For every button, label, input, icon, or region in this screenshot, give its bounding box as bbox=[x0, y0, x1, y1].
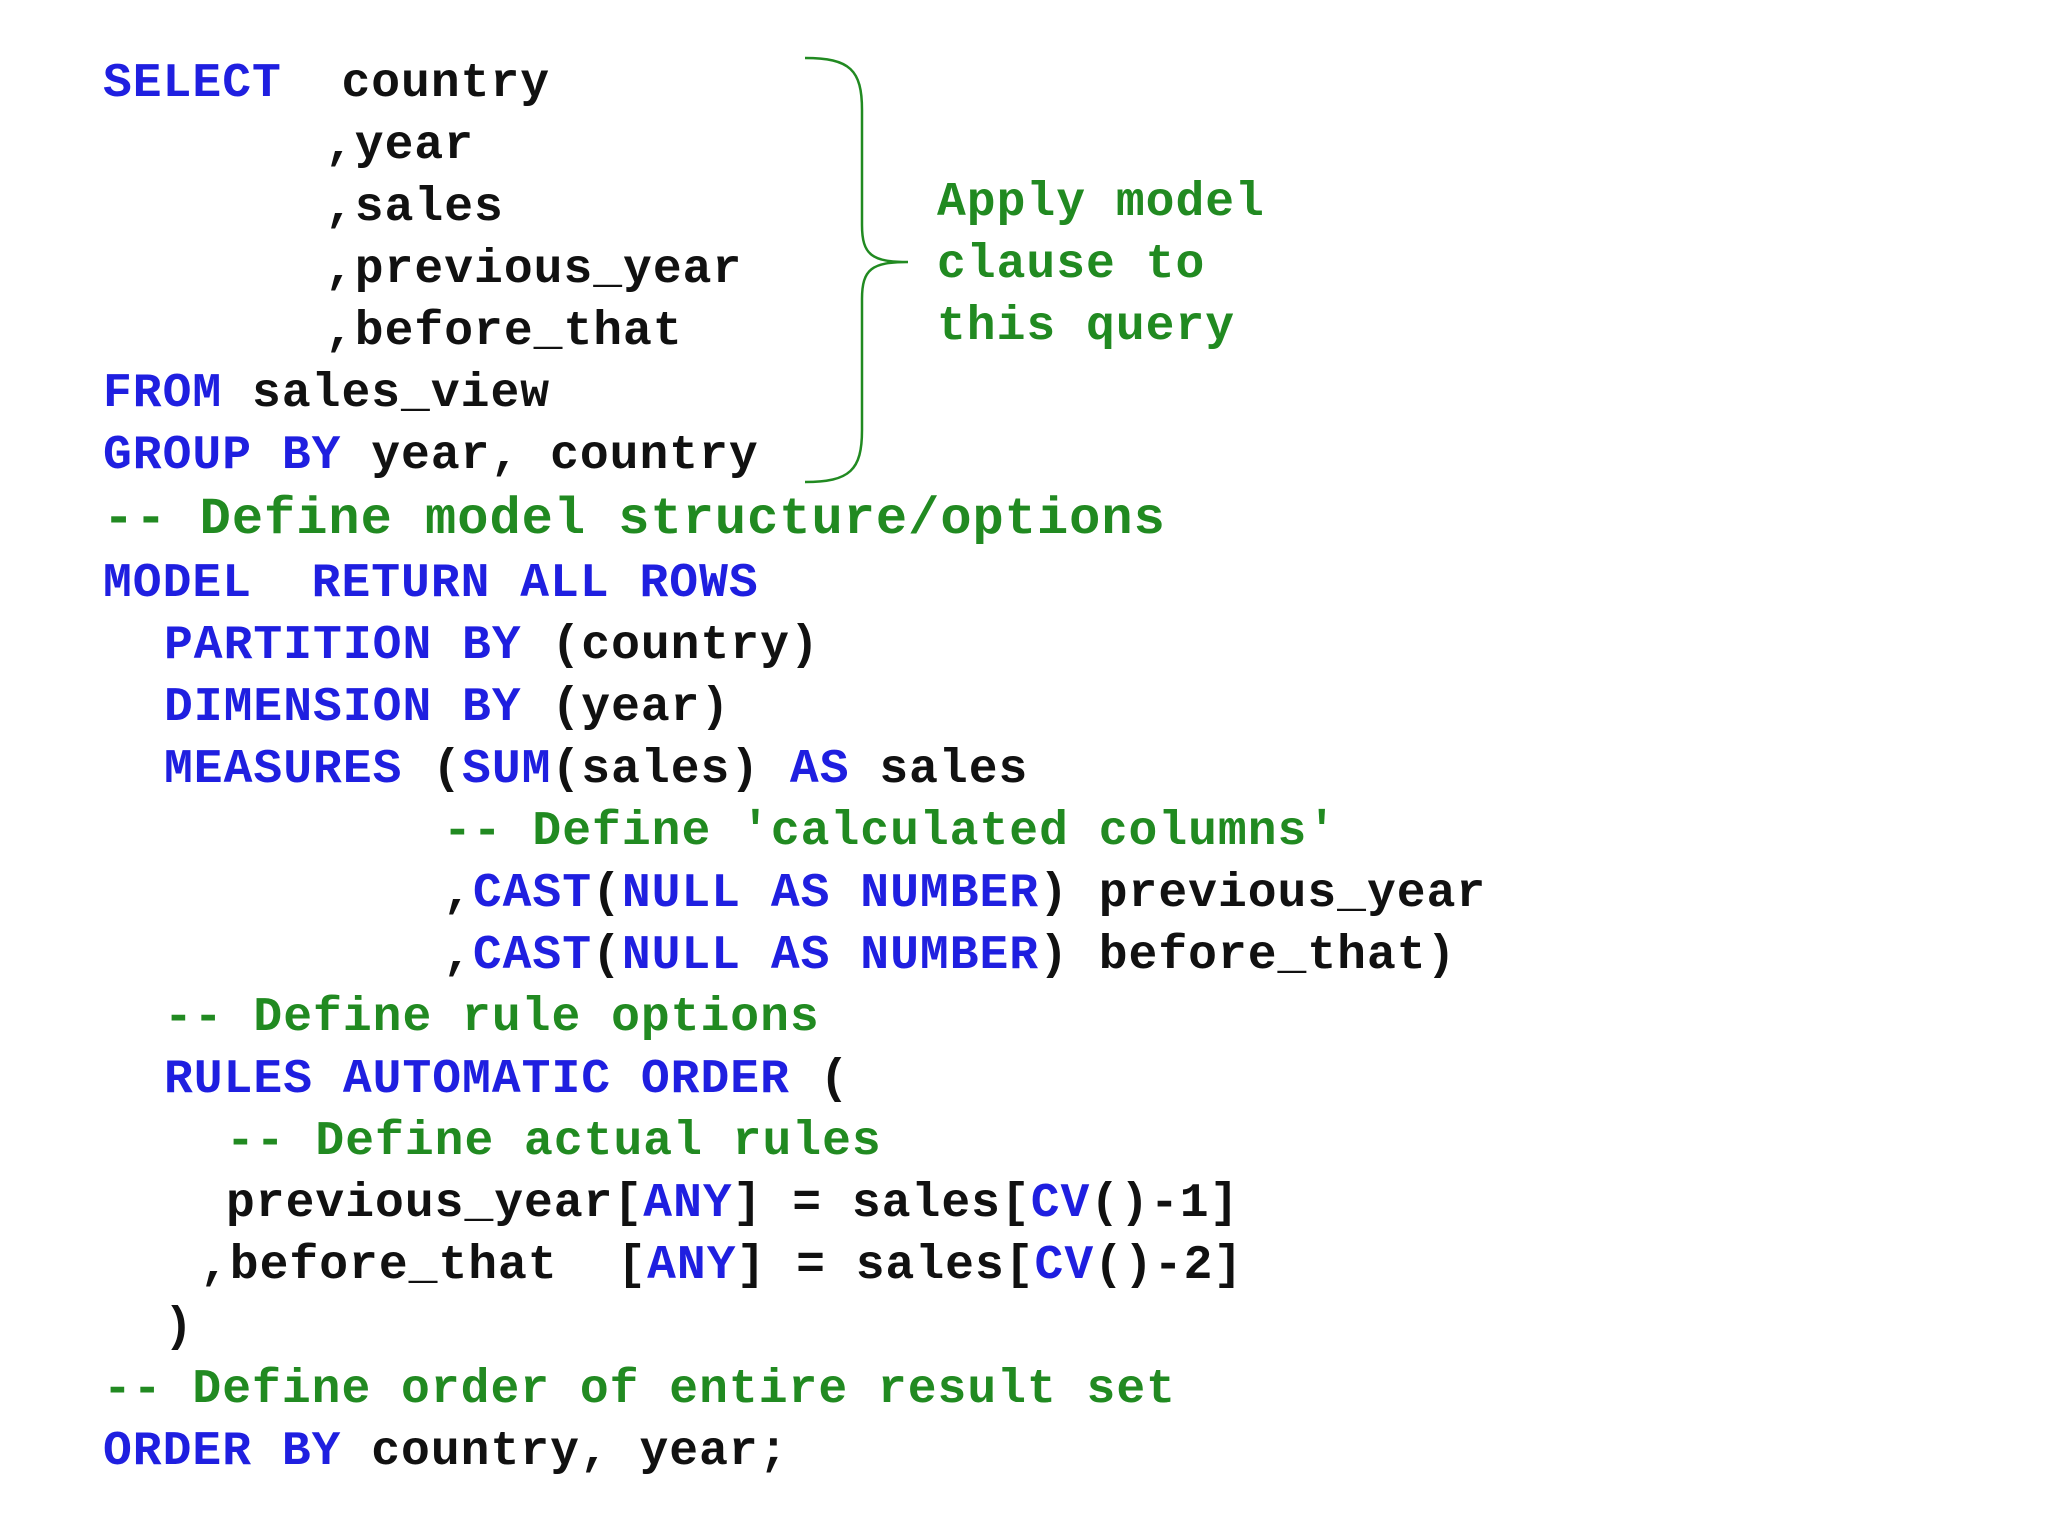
code-comment-actual-rules: -- Define actual rules bbox=[226, 1114, 882, 1170]
code-text: ,sales bbox=[325, 181, 504, 235]
code-text: ] = sales[ bbox=[732, 1177, 1031, 1231]
code-text: ( bbox=[789, 1053, 850, 1107]
code-line-rule-previous-year: previous_year[ANY] = sales[CV()-1] bbox=[226, 1176, 1239, 1232]
code-comment-result-order: -- Define order of entire result set bbox=[103, 1362, 1176, 1418]
code-line-before-that: ,before_that bbox=[325, 304, 683, 360]
code-text: sales_view bbox=[222, 367, 551, 421]
code-text: ( bbox=[402, 743, 463, 797]
code-text: ) previous_year bbox=[1039, 867, 1487, 921]
keyword: ORDER BY bbox=[103, 1425, 342, 1479]
keyword: CAST bbox=[472, 867, 593, 921]
code-line-dimension-by: DIMENSION BY (year) bbox=[164, 680, 730, 736]
keyword: ANY bbox=[647, 1239, 737, 1293]
keyword: MEASURES bbox=[164, 743, 403, 797]
comment: -- Define model structure/options bbox=[103, 490, 1166, 549]
keyword: SUM bbox=[462, 743, 552, 797]
code-line-select: SELECT country bbox=[103, 56, 550, 112]
brace-path bbox=[804, 56, 909, 484]
code-line-rules: RULES AUTOMATIC ORDER ( bbox=[164, 1052, 850, 1108]
code-line-cast-before-that: ,CAST(NULL AS NUMBER) before_that) bbox=[443, 928, 1456, 984]
code-text: ()-2] bbox=[1094, 1239, 1244, 1293]
code-text: year, country bbox=[341, 429, 759, 483]
keyword: FROM bbox=[103, 367, 223, 421]
keyword: GROUP BY bbox=[103, 429, 342, 483]
code-comment-calculated-columns: -- Define 'calculated columns' bbox=[443, 804, 1337, 860]
keyword: CV bbox=[1034, 1239, 1095, 1293]
code-line-year: ,year bbox=[325, 118, 474, 174]
code-text: ) before_that) bbox=[1039, 929, 1457, 983]
comment: -- Define order of entire result set bbox=[103, 1363, 1176, 1417]
code-line-order-by: ORDER BY country, year; bbox=[103, 1424, 789, 1480]
keyword: CV bbox=[1030, 1177, 1091, 1231]
keyword: DIMENSION BY bbox=[164, 681, 522, 735]
code-text: previous_year[ bbox=[226, 1177, 644, 1231]
code-text: , bbox=[443, 867, 473, 921]
code-line-group-by: GROUP BY year, country bbox=[103, 428, 759, 484]
code-text: (country) bbox=[521, 619, 820, 673]
keyword: AS bbox=[789, 743, 850, 797]
code-text: ,before_that [ bbox=[200, 1239, 648, 1293]
comment: -- Define 'calculated columns' bbox=[443, 805, 1338, 859]
code-text: ( bbox=[592, 867, 622, 921]
keyword: CAST bbox=[472, 929, 593, 983]
code-line-rule-before-that: ,before_that [ANY] = sales[CV()-2] bbox=[200, 1238, 1243, 1294]
keyword: RULES AUTOMATIC ORDER bbox=[164, 1053, 790, 1107]
code-line-partition-by: PARTITION BY (country) bbox=[164, 618, 820, 674]
keyword: SELECT bbox=[103, 57, 282, 111]
comment: -- Define rule options bbox=[164, 991, 820, 1045]
code-line-measures: MEASURES (SUM(sales) AS sales bbox=[164, 742, 1028, 798]
code-text: ,before_that bbox=[325, 305, 683, 359]
code-line-sales: ,sales bbox=[325, 180, 504, 236]
code-text: ,previous_year bbox=[325, 243, 743, 297]
code-comment-rule-options: -- Define rule options bbox=[164, 990, 820, 1046]
keyword: NULL AS NUMBER bbox=[621, 867, 1040, 921]
code-text: country bbox=[281, 57, 551, 111]
keyword: MODEL RETURN ALL ROWS bbox=[103, 557, 759, 611]
code-line-cast-previous-year: ,CAST(NULL AS NUMBER) previous_year bbox=[443, 866, 1486, 922]
annotation-note: Apply model clause to this query bbox=[937, 172, 1357, 358]
code-comment-model-structure: -- Define model structure/options bbox=[103, 492, 1166, 548]
code-line-model: MODEL RETURN ALL ROWS bbox=[103, 556, 759, 612]
code-line-previous-year: ,previous_year bbox=[325, 242, 742, 298]
code-text: (sales) bbox=[551, 743, 790, 797]
comment: -- Define actual rules bbox=[226, 1115, 882, 1169]
code-line-close-paren: ) bbox=[164, 1300, 194, 1356]
code-text: ] = sales[ bbox=[736, 1239, 1035, 1293]
code-text: ) bbox=[164, 1301, 194, 1355]
code-text: sales bbox=[849, 743, 1029, 797]
keyword: ANY bbox=[643, 1177, 733, 1231]
code-text: ( bbox=[592, 929, 622, 983]
annotation-line: clause to bbox=[937, 238, 1206, 292]
keyword: PARTITION BY bbox=[164, 619, 522, 673]
annotation-line: this query bbox=[937, 300, 1236, 354]
code-text: country, year; bbox=[341, 1425, 789, 1479]
keyword: NULL AS NUMBER bbox=[621, 929, 1040, 983]
code-line-from: FROM sales_view bbox=[103, 366, 550, 422]
curly-brace-icon bbox=[804, 56, 909, 484]
code-text: ,year bbox=[325, 119, 475, 173]
code-text: , bbox=[443, 929, 473, 983]
code-text: (year) bbox=[521, 681, 731, 735]
code-text: ()-1] bbox=[1090, 1177, 1240, 1231]
annotation-line: Apply model bbox=[937, 176, 1265, 230]
